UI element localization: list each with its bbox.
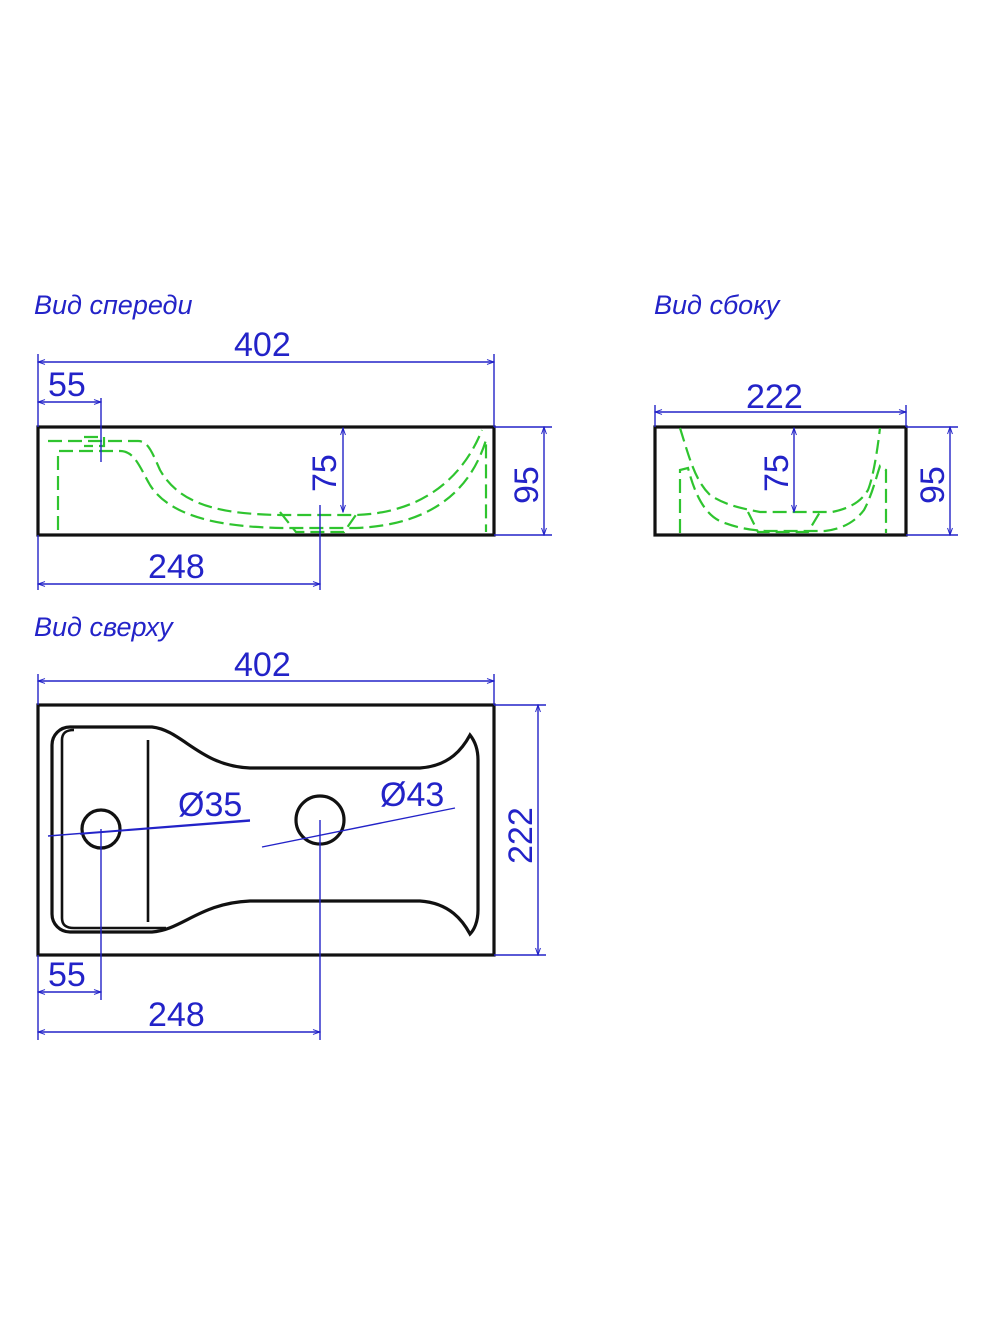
top-dim-drain: 248 bbox=[148, 996, 205, 1034]
side-dim-height: 95 bbox=[914, 466, 952, 504]
front-overflow-hidden bbox=[84, 435, 106, 448]
front-dim-depth: 75 bbox=[306, 454, 344, 492]
front-view: 402 55 75 95 248 bbox=[36, 326, 552, 590]
front-dim-offset: 55 bbox=[48, 366, 86, 404]
side-dim-depth: 75 bbox=[758, 454, 796, 492]
top-dim-width: 402 bbox=[234, 646, 291, 684]
top-view-title: Вид сверху bbox=[34, 612, 173, 642]
front-body-outline bbox=[36, 425, 496, 537]
side-body-outline bbox=[653, 425, 908, 537]
front-basin-hidden-inner bbox=[56, 439, 488, 532]
front-dim-height: 95 bbox=[508, 466, 546, 504]
side-view-title: Вид сбоку bbox=[654, 290, 780, 320]
top-tap-hole-label: Ø35 bbox=[178, 786, 242, 824]
side-view: 222 75 95 bbox=[653, 378, 958, 537]
top-drain-hole-label: Ø43 bbox=[380, 776, 444, 814]
top-rim-inner bbox=[60, 728, 166, 930]
top-view: Ø35 Ø43 402 222 55 248 bbox=[36, 646, 546, 1040]
top-drain-leader bbox=[261, 807, 456, 848]
top-dim-offset: 55 bbox=[48, 956, 86, 994]
front-basin-hidden-outer bbox=[48, 429, 484, 517]
side-drain-hidden bbox=[747, 511, 821, 534]
side-dim-width: 222 bbox=[746, 378, 803, 416]
front-dim-drain: 248 bbox=[148, 548, 205, 586]
top-dim-depth: 222 bbox=[502, 807, 540, 864]
top-body-outline bbox=[36, 703, 496, 957]
front-dim-width: 402 bbox=[234, 326, 291, 364]
top-basin-outer bbox=[50, 725, 480, 937]
front-view-title: Вид спереди bbox=[34, 290, 193, 320]
side-basin-hidden-outer bbox=[678, 427, 882, 514]
